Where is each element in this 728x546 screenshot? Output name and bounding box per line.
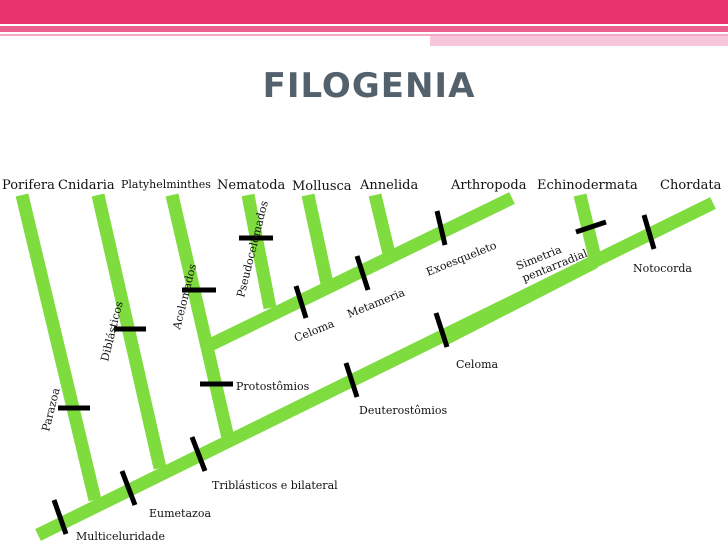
branch-annelida <box>368 193 397 260</box>
marker-deuterostomios <box>343 362 360 398</box>
taxon-cnidaria: Cnidaria <box>58 178 115 193</box>
label-triblasticos: Triblásticos e bilateral <box>212 479 338 492</box>
marker-triblasticos <box>189 436 208 472</box>
marker-eumetazoa <box>119 470 138 506</box>
marker-simetria <box>575 219 607 235</box>
taxon-nematoda: Nematoda <box>217 178 286 193</box>
label-protostomios: Protostômios <box>236 380 310 393</box>
character-markers <box>51 210 657 535</box>
label-celoma-deuterostome: Celoma <box>456 358 498 371</box>
taxon-mollusca: Mollusca <box>292 179 352 194</box>
header-stripe <box>0 26 728 32</box>
label-multiceluridade: Multiceluridade <box>76 530 165 543</box>
marker-celoma-deuterostome <box>433 312 450 348</box>
label-exoesqueleto: Exoesqueleto <box>424 239 498 279</box>
taxon-chordata: Chordata <box>660 178 722 193</box>
branch-protostome-trunk <box>165 193 235 440</box>
marker-multiceluridade <box>51 499 69 535</box>
marker-notocorda <box>641 214 657 250</box>
header-stripe-thin <box>0 34 728 36</box>
label-metameria: Metameria <box>345 286 407 321</box>
taxon-platyhelminthes: Platyhelminthes <box>121 178 211 191</box>
taxa-labels: Porifera Cnidaria Platyhelminthes Nemato… <box>2 178 722 194</box>
branch-mollusca <box>301 193 335 290</box>
taxon-porifera: Porifera <box>2 178 55 193</box>
taxon-echinodermata: Echinodermata <box>537 178 638 193</box>
label-eumetazoa: Eumetazoa <box>149 507 211 520</box>
label-celoma-protostome: Celoma <box>292 317 336 345</box>
branch-nematoda <box>241 193 277 310</box>
taxon-arthropoda: Arthropoda <box>450 178 527 193</box>
slide-title: FILOGENIA <box>262 66 476 106</box>
header-banner <box>0 0 728 24</box>
header-tab <box>430 36 728 46</box>
branches <box>15 192 716 541</box>
marker-metameria <box>354 255 371 291</box>
taxon-annelida: Annelida <box>359 178 418 193</box>
marker-exoesqueleto <box>434 210 448 246</box>
label-notocorda: Notocorda <box>633 262 692 275</box>
branch-deuterostome-diagonal <box>440 256 598 346</box>
branch-porifera <box>15 193 102 502</box>
marker-celoma-protostome <box>293 285 309 319</box>
label-deuterostomios: Deuterostômios <box>359 404 447 417</box>
